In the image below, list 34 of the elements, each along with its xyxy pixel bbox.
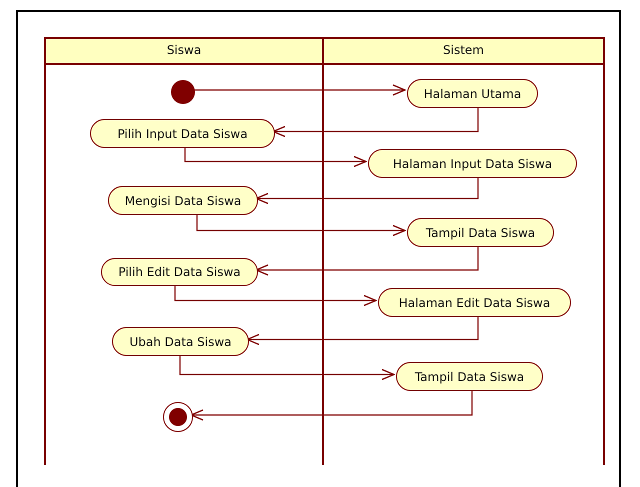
activity-box — [101, 258, 258, 286]
control-flow-arrow — [184, 146, 367, 168]
activity-box — [407, 218, 554, 247]
swimlane — [44, 37, 324, 465]
activity-label: Halaman Utama — [424, 86, 522, 100]
lane-title: Sistem — [442, 43, 485, 57]
control-flow-arrow — [179, 354, 395, 380]
control-flow-arrow — [196, 213, 406, 236]
control-flow-arrow — [255, 176, 479, 204]
control-flow-arrow — [174, 284, 377, 306]
control-flow-arrow — [272, 106, 479, 138]
final-node — [163, 402, 193, 432]
activity-label: Mengisi Data Siswa — [124, 194, 242, 208]
activity-box — [90, 119, 275, 148]
activity-box — [108, 186, 258, 215]
control-flow-arrow — [190, 389, 473, 421]
activity-box — [396, 362, 543, 391]
activity-label: Halaman Input Data Siswa — [392, 156, 552, 170]
activity-label: Tampil Data Siswa — [414, 370, 524, 384]
activity-label: Ubah Data Siswa — [129, 334, 232, 348]
activity-box — [407, 79, 538, 108]
control-flow-arrow — [193, 84, 406, 96]
lane-title: Siswa — [166, 43, 202, 57]
control-flow-arrow — [255, 245, 479, 276]
activity-label: Pilih Input Data Siswa — [117, 126, 248, 140]
activity-label: Halaman Edit Data Siswa — [398, 296, 550, 310]
activity-box — [378, 288, 571, 317]
activity-box — [112, 327, 249, 356]
activity-box — [368, 149, 577, 178]
activity-label: Tampil Data Siswa — [426, 226, 536, 240]
control-flow-arrow — [246, 315, 479, 346]
activity-label: Pilih Edit Data Siswa — [118, 265, 241, 279]
swimlane — [322, 37, 605, 465]
initial-node — [171, 80, 195, 104]
